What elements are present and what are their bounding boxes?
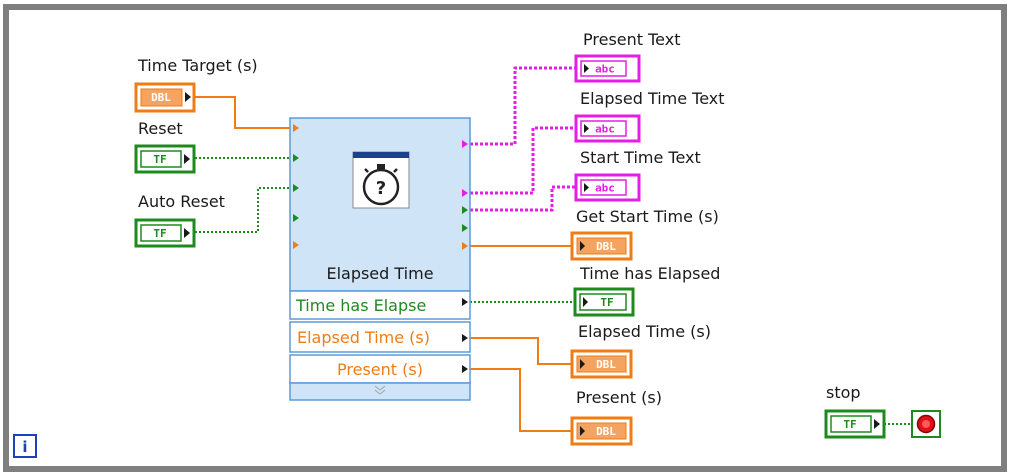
terminal-time-has-elapse[interactable]: Time has Elapse (295, 296, 426, 315)
indicator-time-has-elapsed-tag: TF (600, 296, 613, 309)
indicator-start-time-text-tag: abc (595, 182, 615, 195)
wire-elapsed-time[interactable] (470, 337, 572, 365)
iteration-terminal[interactable]: i (13, 434, 37, 458)
wire-elapsed-time-text[interactable] (470, 126, 575, 195)
indicator-elapsed-time[interactable]: Elapsed Time (s) DBL (570, 322, 711, 379)
indicator-present-label: Present (s) (576, 388, 662, 407)
indicator-start-time-text-label: Start Time Text (580, 148, 701, 167)
control-stop[interactable]: stop TF (824, 383, 886, 439)
indicator-time-has-elapsed[interactable]: Time has Elapsed TF (573, 264, 720, 317)
wire-start-time-text[interactable] (470, 185, 575, 212)
wire-present-text[interactable] (470, 66, 575, 146)
indicator-present-text[interactable]: Present Text abc (574, 30, 680, 83)
control-reset[interactable]: Reset TF (134, 119, 196, 174)
indicator-get-start-time-label: Get Start Time (s) (576, 207, 719, 226)
indicator-get-start-time[interactable]: Get Start Time (s) DBL (570, 207, 719, 261)
while-loop-border[interactable] (3, 4, 1007, 472)
svg-text:?: ? (376, 178, 386, 199)
wire-auto-reset[interactable] (195, 187, 290, 233)
indicator-present[interactable]: Present (s) DBL (570, 388, 662, 446)
wires (195, 66, 912, 432)
indicator-elapsed-time-text-label: Elapsed Time Text (580, 89, 725, 108)
control-time-target[interactable]: Time Target (s) DBL (134, 56, 258, 113)
indicator-start-time-text[interactable]: Start Time Text abc (574, 148, 701, 202)
stopwatch-icon: ? (352, 151, 410, 209)
indicator-elapsed-time-text[interactable]: Elapsed Time Text abc (574, 89, 725, 143)
iteration-terminal-tag: i (22, 438, 27, 456)
wire-time-target[interactable] (195, 96, 290, 129)
indicator-elapsed-time-text-tag: abc (595, 123, 615, 136)
control-time-target-label: Time Target (s) (137, 56, 258, 75)
indicator-present-text-tag: abc (595, 63, 615, 76)
indicator-time-has-elapsed-label: Time has Elapsed (579, 264, 720, 283)
control-reset-tag: TF (153, 153, 166, 166)
control-time-target-tag: DBL (151, 91, 171, 104)
control-stop-tag: TF (843, 418, 856, 431)
loop-condition-stop-icon[interactable] (911, 410, 941, 438)
control-auto-reset-label: Auto Reset (138, 192, 225, 211)
control-stop-label: stop (826, 383, 861, 402)
indicator-elapsed-time-tag: DBL (596, 358, 616, 371)
control-reset-label: Reset (138, 119, 183, 138)
expand-chevron-icon[interactable] (374, 385, 386, 391)
wire-present[interactable] (470, 368, 572, 432)
terminal-elapsed-time[interactable]: Elapsed Time (s) (297, 328, 430, 347)
express-vi-title: Elapsed Time (326, 264, 433, 283)
express-vi-elapsed-time[interactable]: ? Elapsed Time Time has Elapse Elapsed T… (289, 117, 471, 401)
control-auto-reset-tag: TF (153, 227, 166, 240)
indicator-present-tag: DBL (596, 425, 616, 438)
terminal-present[interactable]: Present (s) (337, 360, 423, 379)
indicator-present-text-label: Present Text (583, 30, 680, 49)
indicator-get-start-time-tag: DBL (596, 240, 616, 253)
indicator-elapsed-time-label: Elapsed Time (s) (578, 322, 711, 341)
control-auto-reset[interactable]: Auto Reset TF (134, 192, 225, 248)
